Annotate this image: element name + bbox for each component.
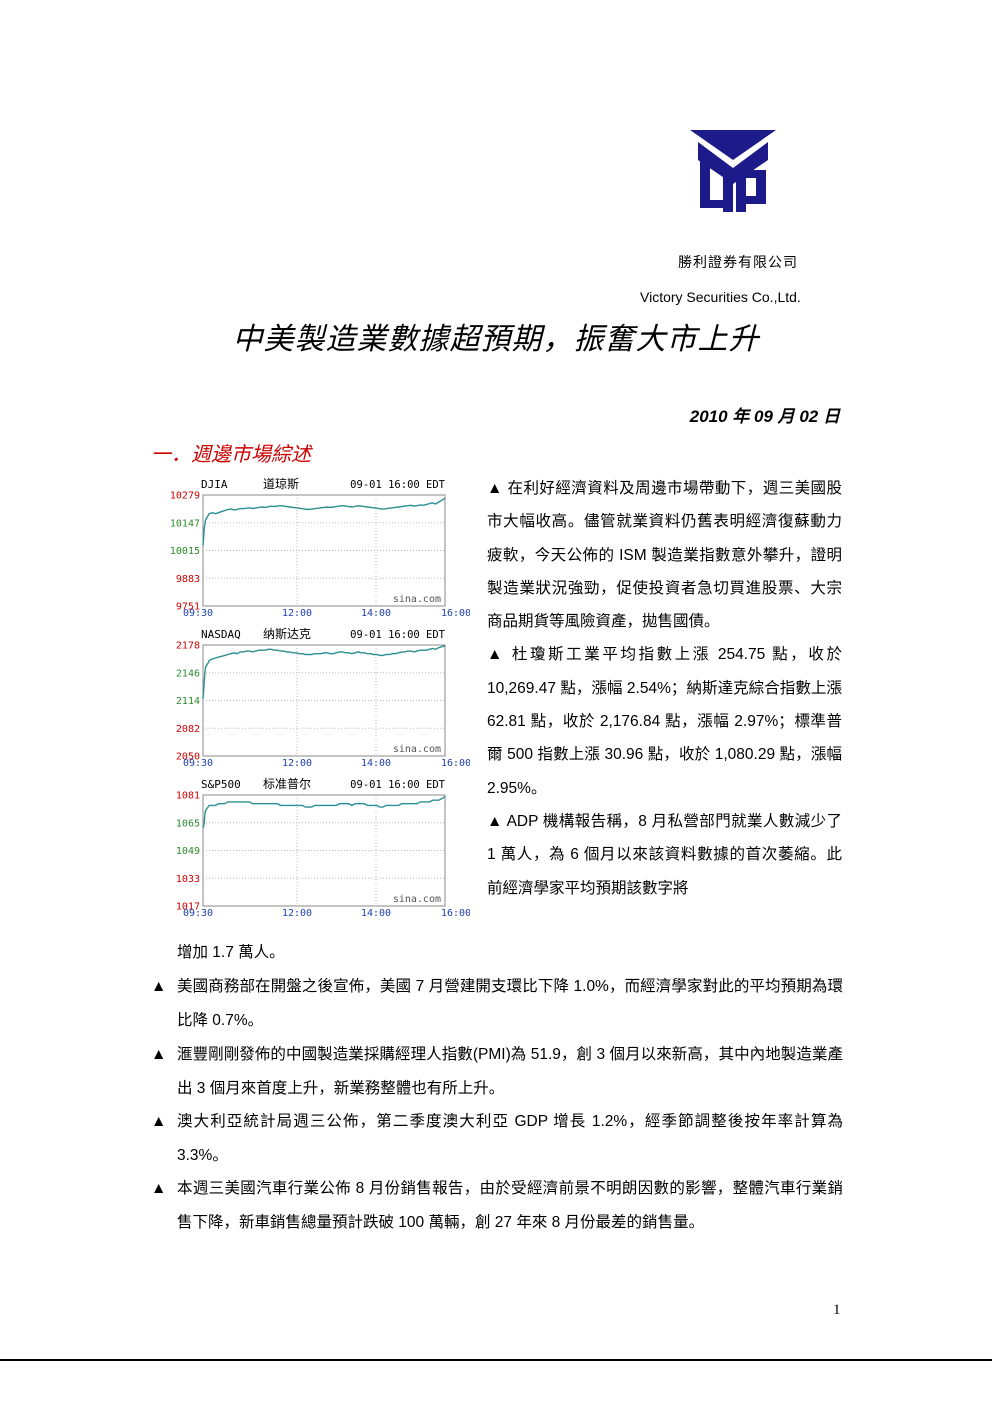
chart-watermark: sina.com [393, 594, 441, 605]
x-tick-label: 09:30 [183, 908, 213, 919]
y-tick-label: 1017 [176, 902, 200, 913]
paragraph-us-market: ▲ 在利好經濟資料及周邊市場帶動下，週三美國股市大幅收高。儘管就業資料仍舊表明經… [487, 480, 842, 631]
report-date: 2010 年 09 月 02 日 [689, 407, 840, 426]
y-tick-label: 9751 [176, 602, 200, 613]
x-tick-label: 16:00 [441, 608, 470, 619]
y-tick-label: 2178 [176, 641, 200, 652]
x-tick-label: 12:00 [282, 758, 312, 769]
paragraph-adp-tail: 增加 1.7 萬人。 [177, 944, 285, 961]
x-tick-label: 12:00 [282, 608, 312, 619]
triangle-bullet-icon: ▲ [151, 1180, 167, 1197]
y-tick-label: 10147 [170, 518, 200, 529]
x-tick-label: 14:00 [361, 608, 391, 619]
report-title: 中美製造業數據超預期，振奮大市上升 [232, 323, 760, 356]
paragraph-adp: ▲ ADP 機構報告稱，8 月私營部門就業人數減少了 1 萬人，為 6 個月以來… [487, 812, 842, 897]
bullet-text: 本週三美國汽車行業公佈 8 月份銷售報告，由於受經濟前景不明朗因數的影響，整體汽… [177, 1180, 843, 1231]
series-line [202, 497, 446, 546]
triangle-bullet-icon: ▲ [151, 1046, 167, 1063]
series-line [202, 796, 446, 829]
chart-name-cn: 纳斯达克 [263, 627, 311, 641]
x-tick-label: 16:00 [441, 758, 470, 769]
y-tick-label: 2146 [176, 668, 200, 679]
bullet-text: 美國商務部在開盤之後宣佈，美國 7 月營建開支環比下降 1.0%，而經濟學家對此… [177, 978, 843, 1029]
bullet-item: ▲ 本週三美國汽車行業公佈 8 月份銷售報告，由於受經濟前景不明朗因數的影響，整… [151, 1172, 843, 1240]
chart-title: NASDAQ [201, 628, 241, 641]
y-tick-label: 1081 [176, 791, 200, 802]
y-tick-label: 10015 [170, 546, 200, 557]
chart-timestamp: 09-01 16:00 EDT [350, 779, 446, 791]
y-tick-label: 1033 [176, 874, 200, 885]
y-tick-label: 2050 [176, 752, 200, 763]
chart-watermark: sina.com [393, 894, 441, 905]
chart-timestamp: 09-01 16:00 EDT [350, 479, 446, 491]
company-logo [690, 130, 776, 212]
x-tick-label: 14:00 [361, 908, 391, 919]
company-name-en: Victory Securities Co.,Ltd. [640, 289, 801, 305]
x-tick-label: 16:00 [441, 908, 470, 919]
y-tick-label: 10279 [170, 491, 200, 502]
section-heading: 一．週邊市場綜述 [151, 444, 311, 466]
triangle-bullet-icon: ▲ [151, 1113, 167, 1130]
x-tick-label: 09:30 [183, 608, 213, 619]
index-charts: DJIA 道琼斯 09-01 16:00 EDT 10279 10147 10015 988… [170, 476, 470, 919]
x-tick-label: 12:00 [282, 908, 312, 919]
page-number: 1 [833, 1302, 841, 1318]
chart-timestamp: 09-01 16:00 EDT [350, 629, 446, 641]
y-tick-label: 1049 [176, 846, 200, 857]
x-tick-label: 09:30 [183, 758, 213, 769]
y-tick-label: 9883 [176, 574, 200, 585]
chart-title: DJIA [201, 478, 228, 491]
company-name-cn: 勝利證券有限公司 [678, 254, 798, 270]
y-tick-label: 2114 [176, 696, 200, 707]
y-tick-label: 1065 [176, 818, 200, 829]
x-tick-label: 14:00 [361, 758, 391, 769]
triangle-bullet-icon: ▲ [151, 978, 167, 995]
bullet-text: 滙豐剛剛發佈的中國製造業採購經理人指數(PMI)為 51.9，創 3 個月以來新… [177, 1046, 843, 1097]
y-tick-label: 2082 [176, 724, 200, 735]
chart-name-cn: 标准普尔 [263, 776, 311, 791]
footer-rule [0, 1359, 992, 1361]
paragraph-index-moves: ▲ 杜瓊斯工業平均指數上漲 254.75 點，收於 10,269.47 點，漲幅… [487, 646, 842, 797]
chart-name-cn: 道琼斯 [263, 476, 299, 491]
chart-watermark: sina.com [393, 744, 441, 755]
bullet-text: 澳大利亞統計局週三公佈，第二季度澳大利亞 GDP 增長 1.2%，經季節調整後按… [177, 1113, 843, 1164]
bullet-item: ▲ 澳大利亞統計局週三公佈，第二季度澳大利亞 GDP 增長 1.2%，經季節調整… [151, 1105, 843, 1173]
bullet-item: ▲ 滙豐剛剛發佈的中國製造業採購經理人指數(PMI)為 51.9，創 3 個月以… [151, 1038, 843, 1106]
series-line [202, 645, 446, 699]
bullet-item: ▲ 美國商務部在開盤之後宣佈，美國 7 月營建開支環比下降 1.0%，而經濟學家… [151, 970, 843, 1038]
chart-title: S&P500 [201, 778, 241, 791]
market-summary: ▲ 在利好經濟資料及周邊市場帶動下，週三美國股市大幅收高。儘管就業資料仍舊表明經… [487, 472, 842, 905]
